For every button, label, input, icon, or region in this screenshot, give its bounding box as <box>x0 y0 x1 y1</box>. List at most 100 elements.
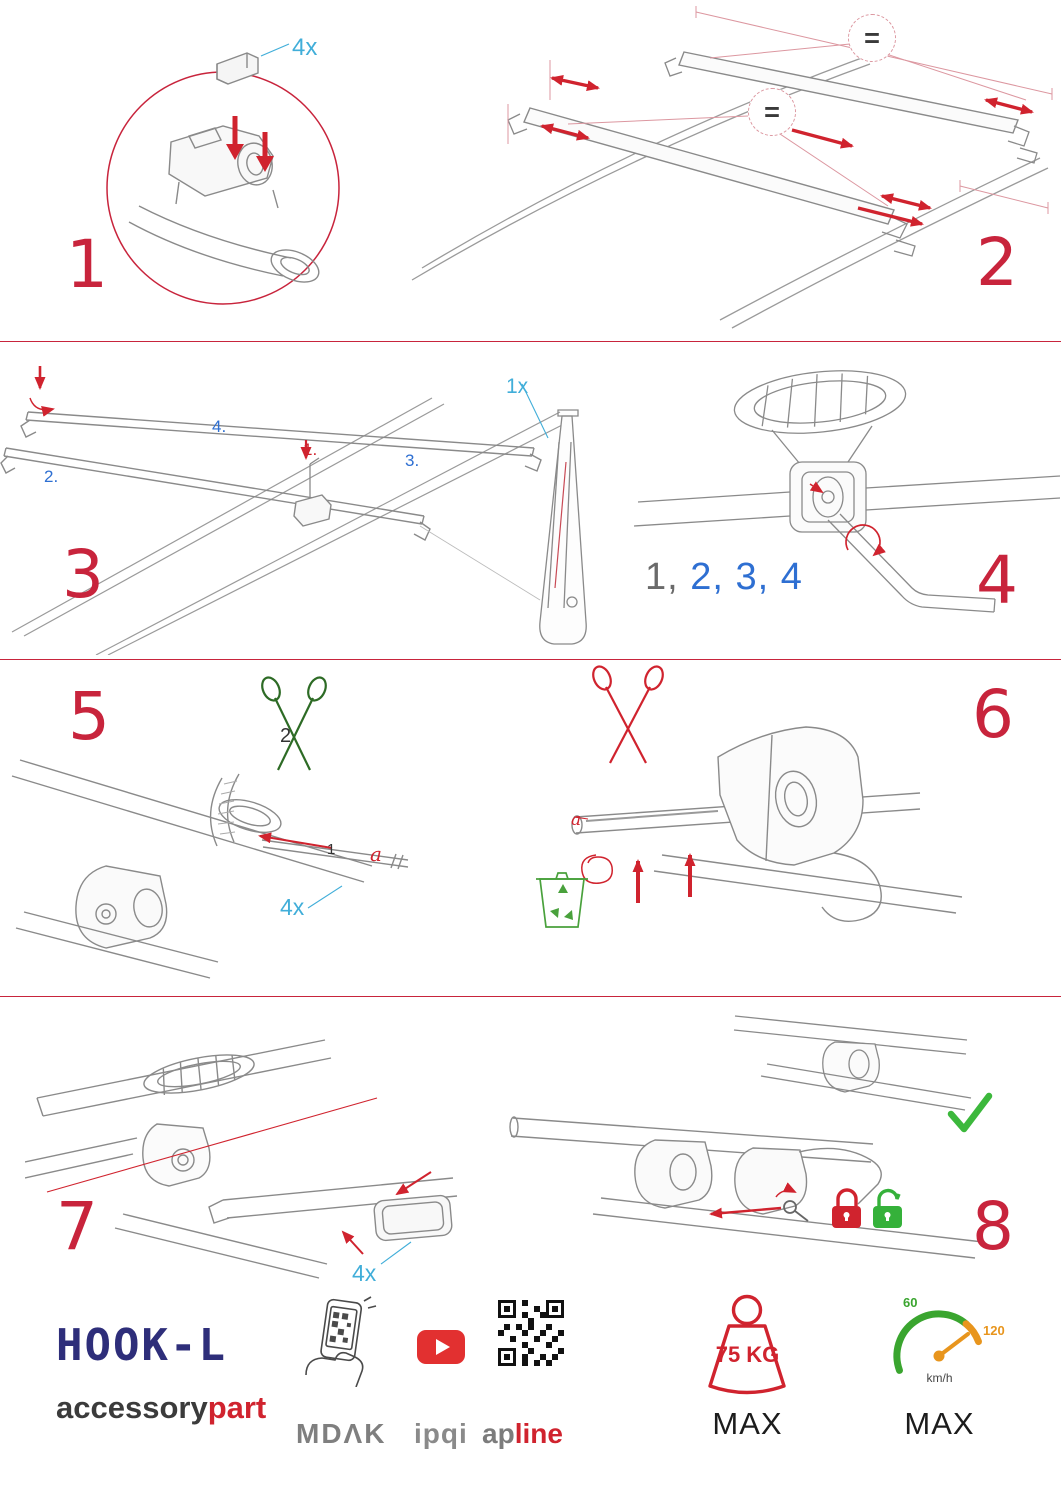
recycle-icon <box>550 884 573 920</box>
roof-rail <box>633 475 1060 527</box>
padlock-closed-icon <box>832 1188 861 1228</box>
qty-leader-line <box>521 383 549 439</box>
turn-key-arrow <box>775 1182 797 1198</box>
clamp-foot <box>15 865 219 979</box>
step3-number: 3 <box>62 536 104 613</box>
step3-seq-3: 3. <box>405 451 420 470</box>
cut-strap-curl <box>581 854 613 884</box>
brand-prefix: accessory <box>56 1390 208 1425</box>
clamp-drawing <box>128 125 320 283</box>
allen-key <box>309 457 320 498</box>
roof-rails <box>11 397 573 655</box>
bar-cross-section <box>733 370 907 465</box>
slide-arrow <box>709 1206 782 1219</box>
qty-leader-line <box>380 1241 412 1265</box>
step6-number: 6 <box>972 676 1014 753</box>
youtube-icon <box>417 1330 465 1364</box>
step5-number: 5 <box>68 678 110 755</box>
step5-illustration <box>11 676 409 979</box>
equal-spacing-badge: = <box>848 14 896 62</box>
qty-leader-line <box>307 885 343 909</box>
logo-mdak: MDΛK <box>296 1418 387 1449</box>
step3-quantity: 1x <box>506 375 529 398</box>
key-icon <box>783 1200 809 1222</box>
logo-apline: apline <box>482 1420 563 1448</box>
step8-illustration <box>509 1015 993 1259</box>
crossbars <box>523 51 1019 225</box>
allen-key <box>827 513 996 613</box>
speed-low-label: 60 <box>903 1295 918 1310</box>
step4-illustration <box>633 370 1060 613</box>
step5-label-1: 1 <box>327 841 336 858</box>
qty-leader-line <box>260 43 290 57</box>
checkmark-icon <box>947 1092 993 1133</box>
pull-arrow <box>258 832 333 849</box>
step1-illustration <box>106 43 340 305</box>
socket-arrow <box>809 481 824 494</box>
mounted-detail <box>733 1015 972 1111</box>
lock-assembly <box>509 1116 984 1259</box>
step3-seq-2: 2. <box>44 467 59 486</box>
section-divider <box>0 341 1061 342</box>
insert-arrow <box>395 1171 432 1196</box>
end-cap-assembly <box>208 1177 458 1242</box>
max-weight-value: 75 KG <box>715 1342 780 1367</box>
max-speed-label: MAX <box>904 1406 975 1441</box>
bracket-part <box>216 52 259 85</box>
roof-rails <box>411 51 1049 329</box>
step7-number: 7 <box>56 1188 98 1265</box>
step5-quantity: 4x <box>280 894 305 920</box>
step6-illustration <box>536 665 963 928</box>
brand-name: accessorypart <box>56 1392 266 1423</box>
a-leader-line <box>573 816 589 820</box>
step1-number: 1 <box>66 226 108 303</box>
strap-hatch <box>217 780 238 835</box>
step1-quantity: 4x <box>292 34 318 61</box>
step5-label-a: a <box>370 842 382 866</box>
product-name: HOOK-L <box>56 1320 227 1371</box>
step2-illustration <box>411 6 1053 329</box>
strap <box>585 810 719 822</box>
scissors-icon <box>592 665 664 764</box>
equal-spacing-badge: = <box>748 88 796 136</box>
clamp-drawing <box>789 461 867 533</box>
crossbar-feet <box>507 57 1038 257</box>
step8-number: 8 <box>972 1188 1014 1265</box>
step3-seq-1: 1. <box>303 440 318 459</box>
brand-suffix: part <box>207 1390 267 1425</box>
step7-quantity: 4x <box>352 1260 377 1286</box>
logo-ipqi: ipqi <box>414 1418 468 1449</box>
step2-number: 2 <box>976 224 1018 301</box>
phone-qr-icon <box>305 1296 377 1387</box>
logo-ap: ap <box>482 1418 515 1449</box>
tighten-sequence: 1, 2, 3, 4 <box>645 558 803 596</box>
section-divider <box>0 996 1061 997</box>
qr-code <box>498 1300 564 1366</box>
step5-label-2: 2 <box>280 725 292 747</box>
insert-arrows <box>232 116 268 158</box>
sequence-first: 1, <box>645 556 679 598</box>
step3-illustration <box>0 366 587 655</box>
rotation-arrow <box>845 524 886 557</box>
scissors-icon <box>261 676 327 771</box>
cover-sleeve <box>539 409 587 645</box>
step3-seq-4: 4. <box>212 417 227 436</box>
alignment-line <box>46 1097 378 1193</box>
crossbar-and-foot <box>571 726 963 922</box>
step7-illustration <box>25 1039 458 1279</box>
rotate-hint <box>29 397 55 417</box>
crossbar <box>11 759 409 883</box>
crossbars <box>0 411 542 541</box>
max-weight-label: MAX <box>712 1406 783 1441</box>
insert-arrow <box>341 1230 364 1255</box>
trash-bin-icon <box>536 872 588 928</box>
speed-unit-label: km/h <box>926 1371 953 1385</box>
equal-distance-arrows <box>540 74 1034 227</box>
logo-line: line <box>514 1418 563 1449</box>
sequence-rest: 2, 3, 4 <box>678 556 803 598</box>
section-divider <box>0 659 1061 660</box>
padlock-open-icon <box>873 1188 902 1228</box>
speedometer-icon <box>893 1310 982 1374</box>
step4-number: 4 <box>976 542 1018 619</box>
